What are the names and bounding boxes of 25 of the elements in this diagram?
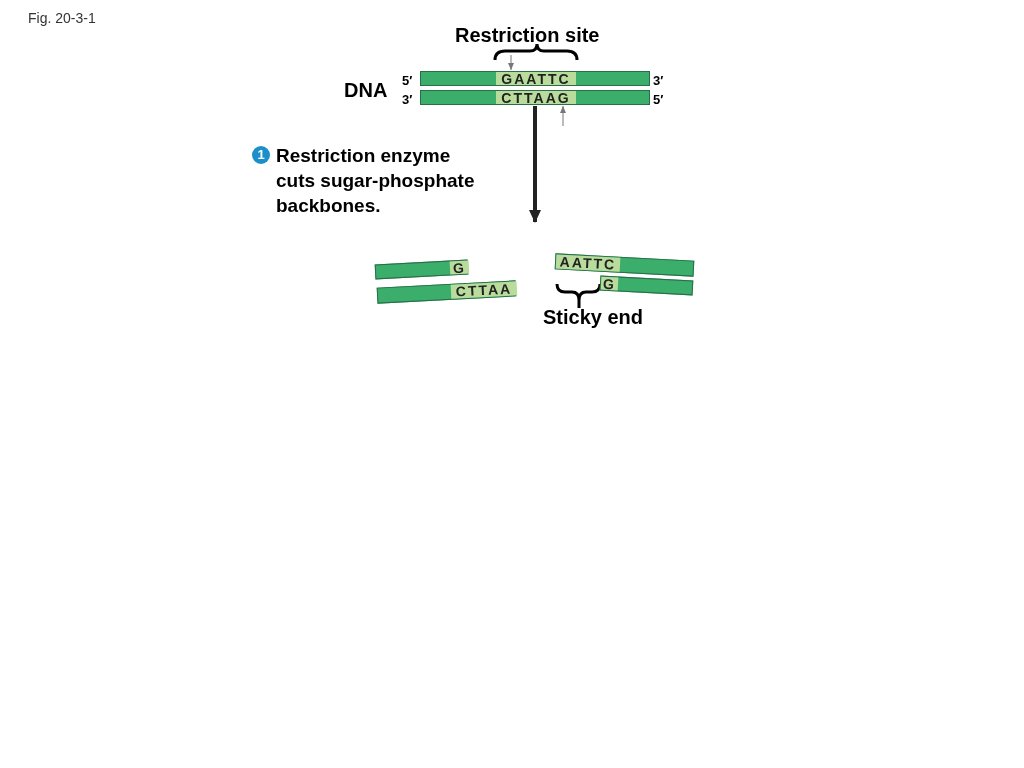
- strand-end-label: 5′: [653, 91, 664, 109]
- base-sequence: CTTAAG: [496, 91, 576, 104]
- step-description: Restriction enzyme cuts sugar-phosphate backbones.: [276, 144, 476, 218]
- arrow: [560, 105, 566, 127]
- base-sequence: CTTAA: [450, 281, 518, 299]
- heading-label: Restriction site: [455, 23, 600, 48]
- dna-strand: [554, 253, 695, 277]
- molecule-label: DNA: [344, 78, 388, 103]
- base-sequence: GAATTC: [496, 72, 576, 85]
- base-sequence: G: [600, 276, 619, 291]
- figure-number: Fig. 20-3-1: [28, 9, 96, 28]
- dna-strand: [376, 280, 517, 304]
- strand-end-label: 5′: [402, 72, 413, 90]
- strand-end-label: 3′: [653, 72, 664, 90]
- dna-strand: [374, 259, 469, 280]
- strand-end-label: 3′: [402, 91, 413, 109]
- step-number: 1: [252, 146, 270, 164]
- dna-strand: [599, 275, 694, 296]
- dna-strand: [420, 90, 650, 105]
- base-sequence: AATTC: [555, 254, 621, 272]
- dna-strand: [420, 71, 650, 86]
- arrow: [529, 106, 541, 223]
- arrow: [508, 54, 514, 71]
- base-sequence: G: [449, 260, 470, 275]
- heading-label: Sticky end: [543, 305, 644, 330]
